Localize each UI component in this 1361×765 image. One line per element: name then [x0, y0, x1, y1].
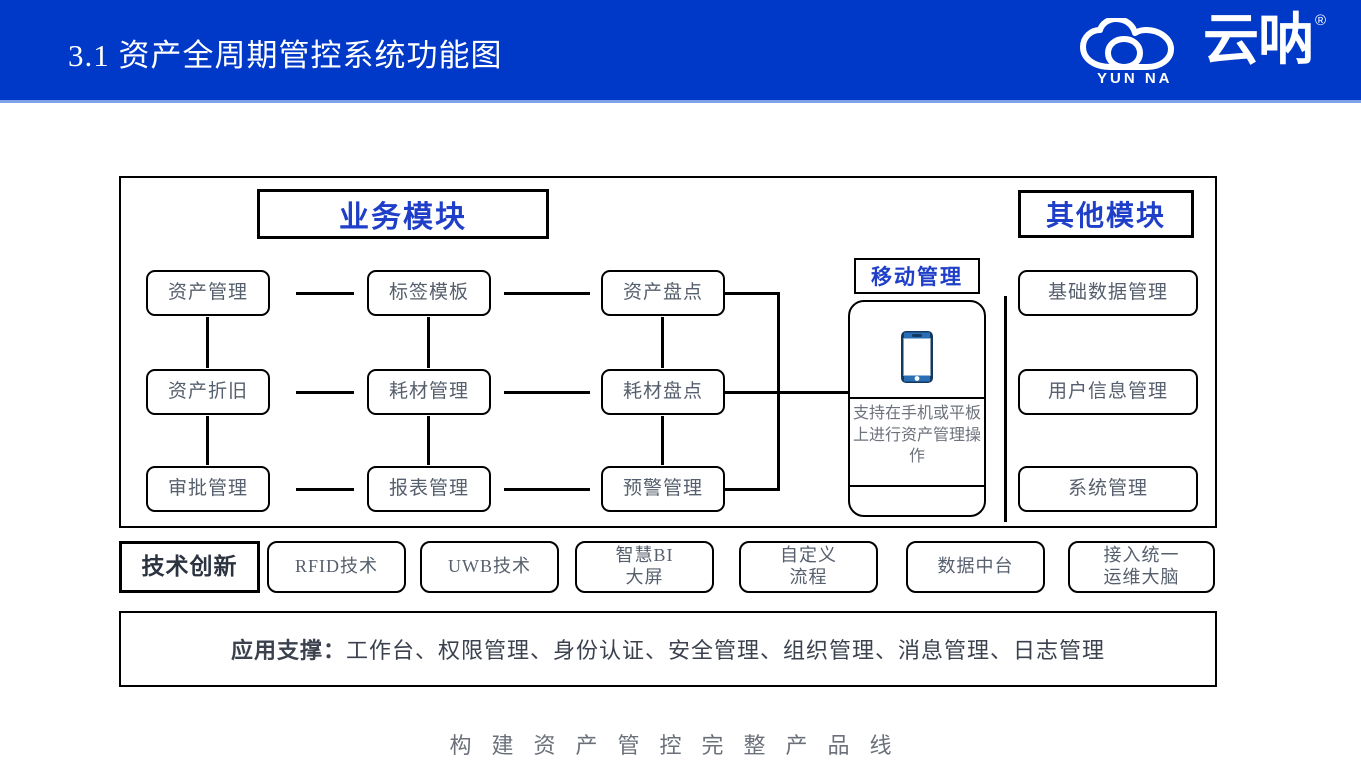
mobile-panel-divider-top: [848, 397, 986, 399]
connector-v-c3-r2r3: [661, 416, 664, 465]
header-underline: [0, 100, 1361, 103]
connector-h-r3-c1c2: [296, 488, 354, 491]
application-support-items: 工作台、权限管理、身份认证、安全管理、组织管理、消息管理、日志管理: [346, 638, 1106, 663]
node-report-management[interactable]: 报表管理: [367, 466, 491, 512]
tech-item-rfid[interactable]: RFID技术: [267, 541, 406, 593]
node-system-management[interactable]: 系统管理: [1018, 466, 1198, 512]
cloud-logo-icon: [1080, 18, 1174, 70]
application-support-label: 应用支撑：: [230, 638, 346, 663]
connector-bracket-bottom: [725, 488, 780, 491]
node-asset-management[interactable]: 资产管理: [146, 270, 270, 316]
connector-v-c3-r1r2: [661, 317, 664, 368]
node-alarm-management[interactable]: 预警管理: [601, 466, 725, 512]
tech-item-data-midend[interactable]: 数据中台: [906, 541, 1045, 593]
connector-h-r3-c2c3: [504, 488, 590, 491]
section-title-other: 其他模块: [1018, 190, 1194, 238]
node-label-template[interactable]: 标签模板: [367, 270, 491, 316]
page-title: 3.1 资产全周期管控系统功能图: [68, 38, 503, 73]
mobile-other-divider: [1004, 296, 1007, 522]
slide-footer-text: 构建资产管控完整产品线: [449, 733, 912, 758]
connector-bracket-top: [725, 292, 780, 295]
logo-chinese-text: 云呐: [1203, 8, 1314, 73]
connector-bracket-middle: [725, 391, 848, 394]
logo-english-text: YUN NA: [1097, 70, 1173, 87]
mobile-panel-caption: 支持在手机或平板上进行资产管理操作: [852, 405, 981, 466]
tech-item-unified-ops[interactable]: 接入统一运维大脑: [1068, 541, 1215, 593]
connector-v-c1-r1r2: [206, 317, 209, 368]
slide-header-bar: [0, 0, 1361, 100]
node-asset-depreciation[interactable]: 资产折旧: [146, 369, 270, 415]
application-support-bar: 应用支撑：工作台、权限管理、身份认证、安全管理、组织管理、消息管理、日志管理: [119, 611, 1217, 687]
connector-h-r1-c1c2: [296, 292, 354, 295]
connector-bracket-spine: [777, 292, 780, 491]
node-consumable-management[interactable]: 耗材管理: [367, 369, 491, 415]
smartphone-icon: [901, 331, 933, 383]
node-asset-inventory[interactable]: 资产盘点: [601, 270, 725, 316]
connector-v-c2-r2r3: [427, 416, 430, 465]
node-consumable-inventory[interactable]: 耗材盘点: [601, 369, 725, 415]
connector-h-r2-c1c2: [296, 391, 354, 394]
node-user-info-management[interactable]: 用户信息管理: [1018, 369, 1198, 415]
tech-item-uwb[interactable]: UWB技术: [420, 541, 559, 593]
connector-v-c2-r1r2: [427, 317, 430, 368]
section-title-mobile: 移动管理: [854, 258, 980, 294]
connector-v-c1-r2r3: [206, 416, 209, 465]
application-support-text: 应用支撑：工作台、权限管理、身份认证、安全管理、组织管理、消息管理、日志管理: [231, 633, 1105, 665]
mobile-panel-divider-bottom: [848, 485, 986, 487]
registered-trademark-icon: ®: [1315, 12, 1327, 29]
connector-h-r2-c2c3: [504, 391, 590, 394]
connector-h-r1-c2c3: [504, 292, 590, 295]
section-title-business: 业务模块: [257, 189, 549, 239]
tech-item-custom-flow[interactable]: 自定义流程: [739, 541, 878, 593]
node-basic-data-management[interactable]: 基础数据管理: [1018, 270, 1198, 316]
tech-row-header: 技术创新: [119, 541, 260, 593]
node-approval-management[interactable]: 审批管理: [146, 466, 270, 512]
brand-logo: 云呐 ® YUN NA: [1069, 10, 1339, 92]
